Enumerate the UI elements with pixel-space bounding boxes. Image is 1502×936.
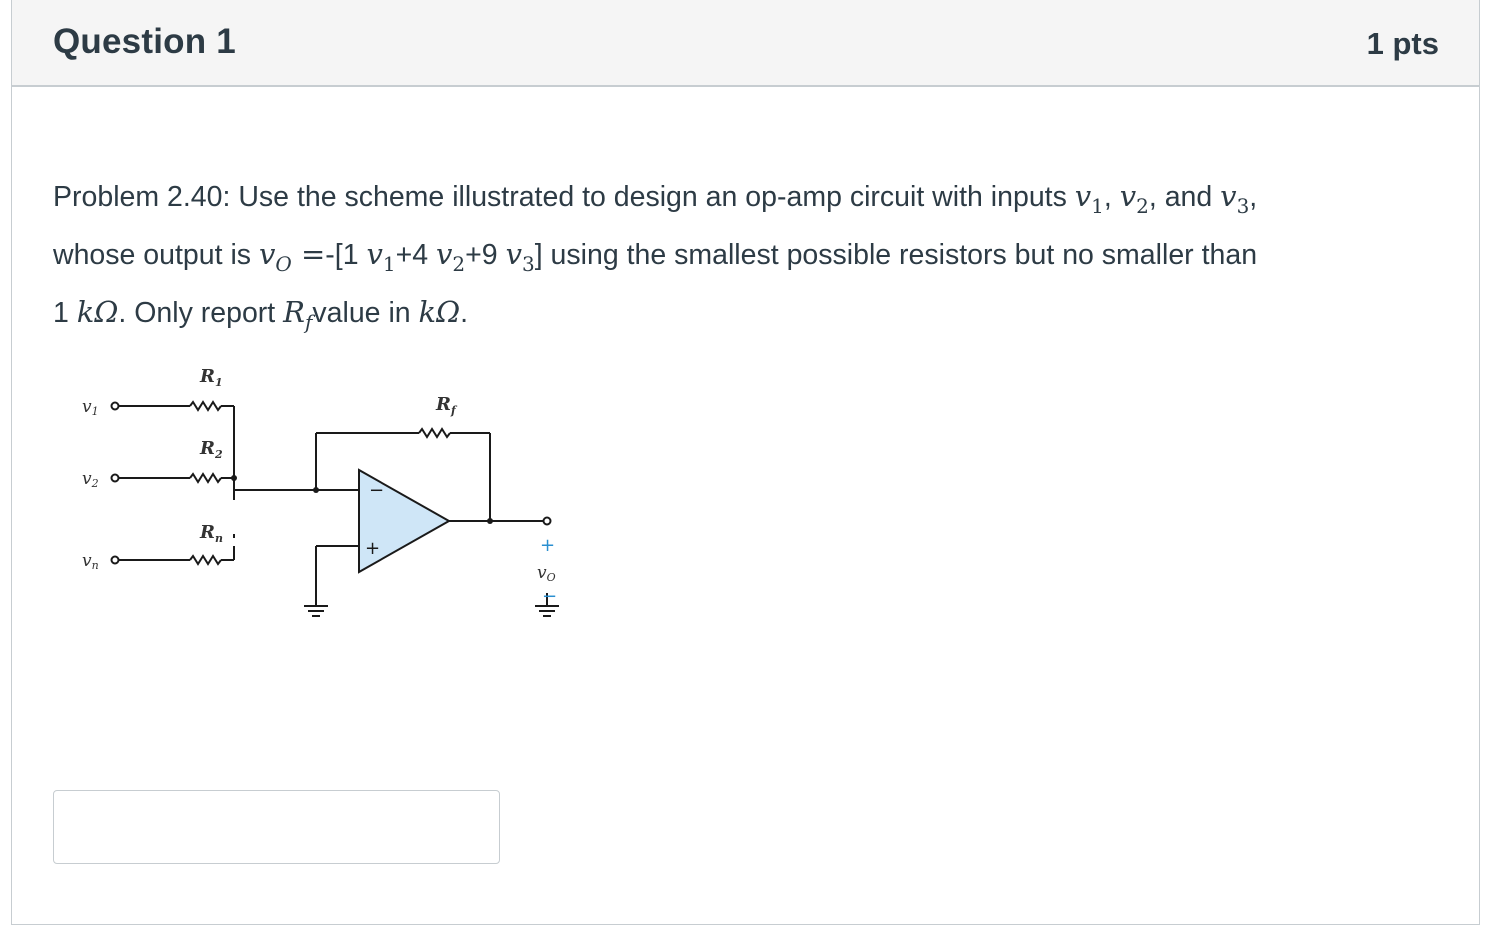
vo-label: vO xyxy=(537,563,556,584)
v2-terminal xyxy=(110,473,120,483)
output-plus: + xyxy=(540,535,555,556)
v1-label: v1 xyxy=(82,397,99,418)
vn-label: vn xyxy=(82,551,99,572)
math-vo: vO xyxy=(258,236,292,276)
output-minus: − xyxy=(542,586,557,607)
answer-input[interactable] xyxy=(53,790,500,864)
r1-label: R1 xyxy=(199,366,223,389)
inverting-sign: − xyxy=(369,480,384,501)
question-header: Question 1 1 pts xyxy=(12,0,1479,87)
math-v3b: v3 xyxy=(505,236,535,276)
v2-label: v2 xyxy=(82,469,99,490)
vn-terminal xyxy=(110,555,120,565)
opamp-symbol xyxy=(358,468,452,574)
r1-resistor xyxy=(189,400,222,412)
circuit-labels: v1 v2 vn R1 R2 Rn Rf vO xyxy=(82,366,556,584)
question-points: 1 pts xyxy=(1366,26,1439,61)
math-kohm: kΩ xyxy=(76,294,119,329)
question-title: Question 1 xyxy=(53,22,236,61)
problem-statement: Problem 2.40: Use the scheme illustrated… xyxy=(53,179,1258,334)
noninverting-sign: + xyxy=(365,538,380,559)
problem-intro: Problem 2.40: Use the scheme illustrated… xyxy=(53,181,1075,213)
math-kohm-2: kΩ xyxy=(418,294,461,329)
rf-label: Rf xyxy=(435,394,458,417)
math-v2b: v2 xyxy=(436,236,466,276)
math-v3: v3 xyxy=(1220,179,1250,218)
math-equals: = xyxy=(291,236,326,271)
math-rf: Rf xyxy=(283,294,313,334)
v1-terminal xyxy=(110,401,120,411)
r2-resistor xyxy=(189,472,222,484)
rn-label: Rn xyxy=(199,522,223,545)
opamp-polarity: − + + − xyxy=(365,480,557,607)
opamp-circuit-diagram: v1 v2 vn R1 R2 Rn Rf vO − + + − xyxy=(82,366,559,617)
r2-label: R2 xyxy=(199,438,223,461)
junction-dots xyxy=(231,475,493,524)
rn-resistor xyxy=(189,554,222,566)
problem-line2: whose output is xyxy=(53,238,259,271)
math-v1: v1 xyxy=(1074,179,1104,218)
circuit-wires xyxy=(110,400,559,617)
question-card: Question 1 1 pts Problem 2.40: Use the s… xyxy=(11,0,1480,925)
rf-resistor xyxy=(418,427,451,439)
math-v1b: v1 xyxy=(366,236,396,276)
math-v2: v2 xyxy=(1119,179,1149,218)
vo-terminal xyxy=(542,516,552,526)
